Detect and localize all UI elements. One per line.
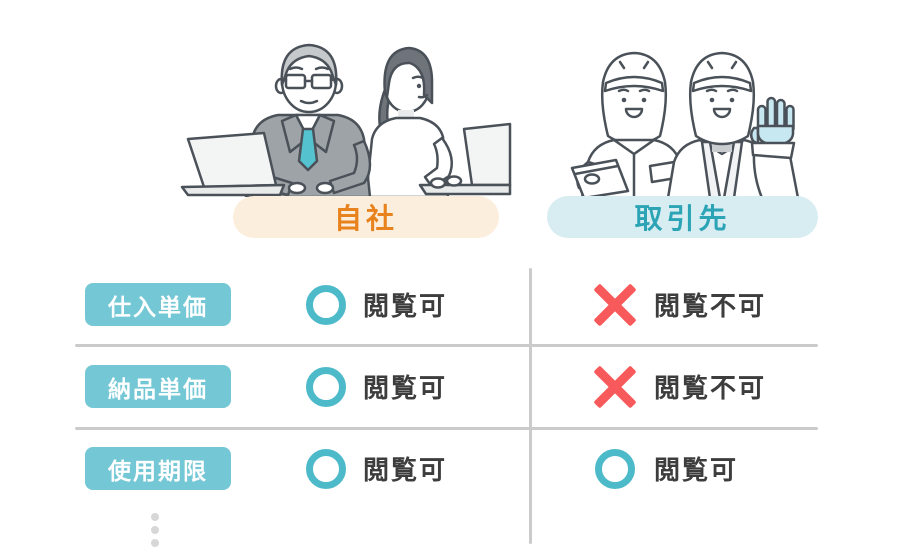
cross-icon [593, 282, 637, 327]
column-divider-line [529, 268, 532, 544]
cell-status-text: 閲覧不可 [654, 292, 767, 322]
row-label: 仕入単価 [85, 283, 231, 326]
worker2-smile [712, 107, 732, 119]
own-company-pill: 自社 [233, 196, 499, 238]
more-rows-ellipsis [151, 513, 159, 547]
row-label: 納品単価 [85, 365, 231, 408]
ellipsis-dot [151, 539, 159, 547]
circle-icon [306, 284, 346, 325]
cell-status-text: 閲覧可 [654, 456, 739, 486]
worker2-cuff [750, 141, 796, 160]
own-cell: 閲覧可 [306, 447, 447, 490]
own-cell: 閲覧可 [306, 283, 447, 326]
blue-glove-hand [750, 96, 795, 147]
woman-arm [423, 136, 454, 189]
row-label: 使用期限 [85, 447, 231, 490]
man-right-arm [328, 139, 372, 195]
table-row: 仕入単価 閲覧可 閲覧不可 [0, 282, 900, 327]
partner-cell: 閲覧不可 [593, 364, 767, 409]
own-company-illustration [180, 37, 512, 201]
partner-pill: 取引先 [547, 196, 818, 238]
table-row: 納品単価 閲覧可 閲覧不可 [0, 364, 900, 409]
row-divider-line-2 [75, 427, 818, 430]
worker1-smile [624, 107, 644, 119]
cell-status-text: 閲覧可 [363, 292, 448, 322]
circle-icon [306, 448, 346, 489]
partner-cell: 閲覧不可 [593, 282, 767, 327]
worker1-cap-brim [603, 75, 665, 93]
row-divider-line-1 [75, 344, 818, 347]
ellipsis-dot [151, 513, 159, 521]
man-hair [280, 43, 338, 87]
cell-status-text: 閲覧可 [363, 456, 448, 486]
cell-status-text: 閲覧不可 [654, 374, 767, 404]
partner-illustration [556, 40, 806, 202]
circle-icon [595, 448, 635, 489]
own-cell: 閲覧可 [306, 365, 447, 408]
cross-icon [593, 364, 637, 409]
worker2-cap-brim [691, 75, 753, 93]
woman-hair [383, 46, 434, 105]
partner-cell: 閲覧可 [595, 447, 738, 490]
office-workers-illustration [180, 43, 512, 199]
man-tie [297, 127, 319, 172]
circle-icon [306, 366, 346, 407]
worker2-hood [688, 51, 756, 146]
cell-status-text: 閲覧可 [363, 374, 448, 404]
ellipsis-dot [151, 526, 159, 534]
laptop-left-base [180, 183, 286, 197]
table-row: 使用期限 閲覧可 閲覧可 [0, 447, 900, 490]
factory-workers-illustration [570, 51, 800, 200]
